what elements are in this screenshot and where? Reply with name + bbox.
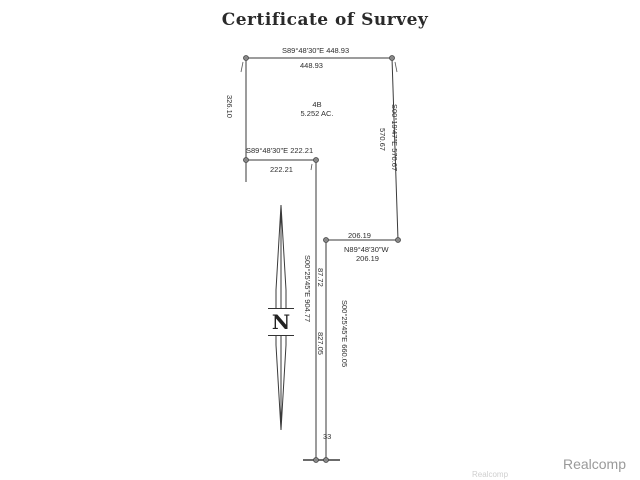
corner-marker (313, 157, 319, 163)
document-title: Certificate of Survey (221, 10, 429, 30)
north-label: N (268, 308, 294, 336)
strip-left-bearing: S00°25'45"E 904.77 (303, 255, 312, 323)
jog-bearing-label: N89°48'30"W (344, 245, 389, 254)
road-width-label: 33 (323, 432, 332, 441)
top-distance-label: 448.93 (300, 61, 323, 70)
lot-area: 5.252 AC. (300, 109, 334, 118)
strip-right-bearing: S00°25'45"E 660.05 (340, 300, 349, 368)
jog-distance-bottom: 206.19 (356, 254, 379, 263)
strip-left-dist1: 87.72 (316, 268, 325, 287)
corner-marker (323, 457, 329, 463)
left-upper-label: 326.10 (225, 95, 234, 118)
corner-marker (323, 237, 329, 243)
mid-distance-label: 222.21 (270, 165, 293, 174)
corner-marker (395, 237, 401, 243)
top-bearing-label: S89°48'30"E 448.93 (282, 46, 350, 55)
jog-distance-top: 206.19 (348, 231, 371, 240)
corner-marker (313, 457, 319, 463)
corner-marker (389, 55, 395, 61)
corner-marker (243, 55, 249, 61)
brand-logo: Realcomp (562, 456, 626, 472)
strip-left-dist2: 827.05 (316, 332, 325, 355)
right-bearing-label: S00°19'47"E 570.67 (390, 104, 399, 172)
watermark: Realcomp (472, 470, 509, 479)
right-distance-label: 570.67 (378, 128, 387, 151)
mid-bearing-label: S89°48'30"E 222.21 (246, 146, 314, 155)
corner-marker (243, 157, 249, 163)
lot-number: 4B (312, 100, 322, 109)
